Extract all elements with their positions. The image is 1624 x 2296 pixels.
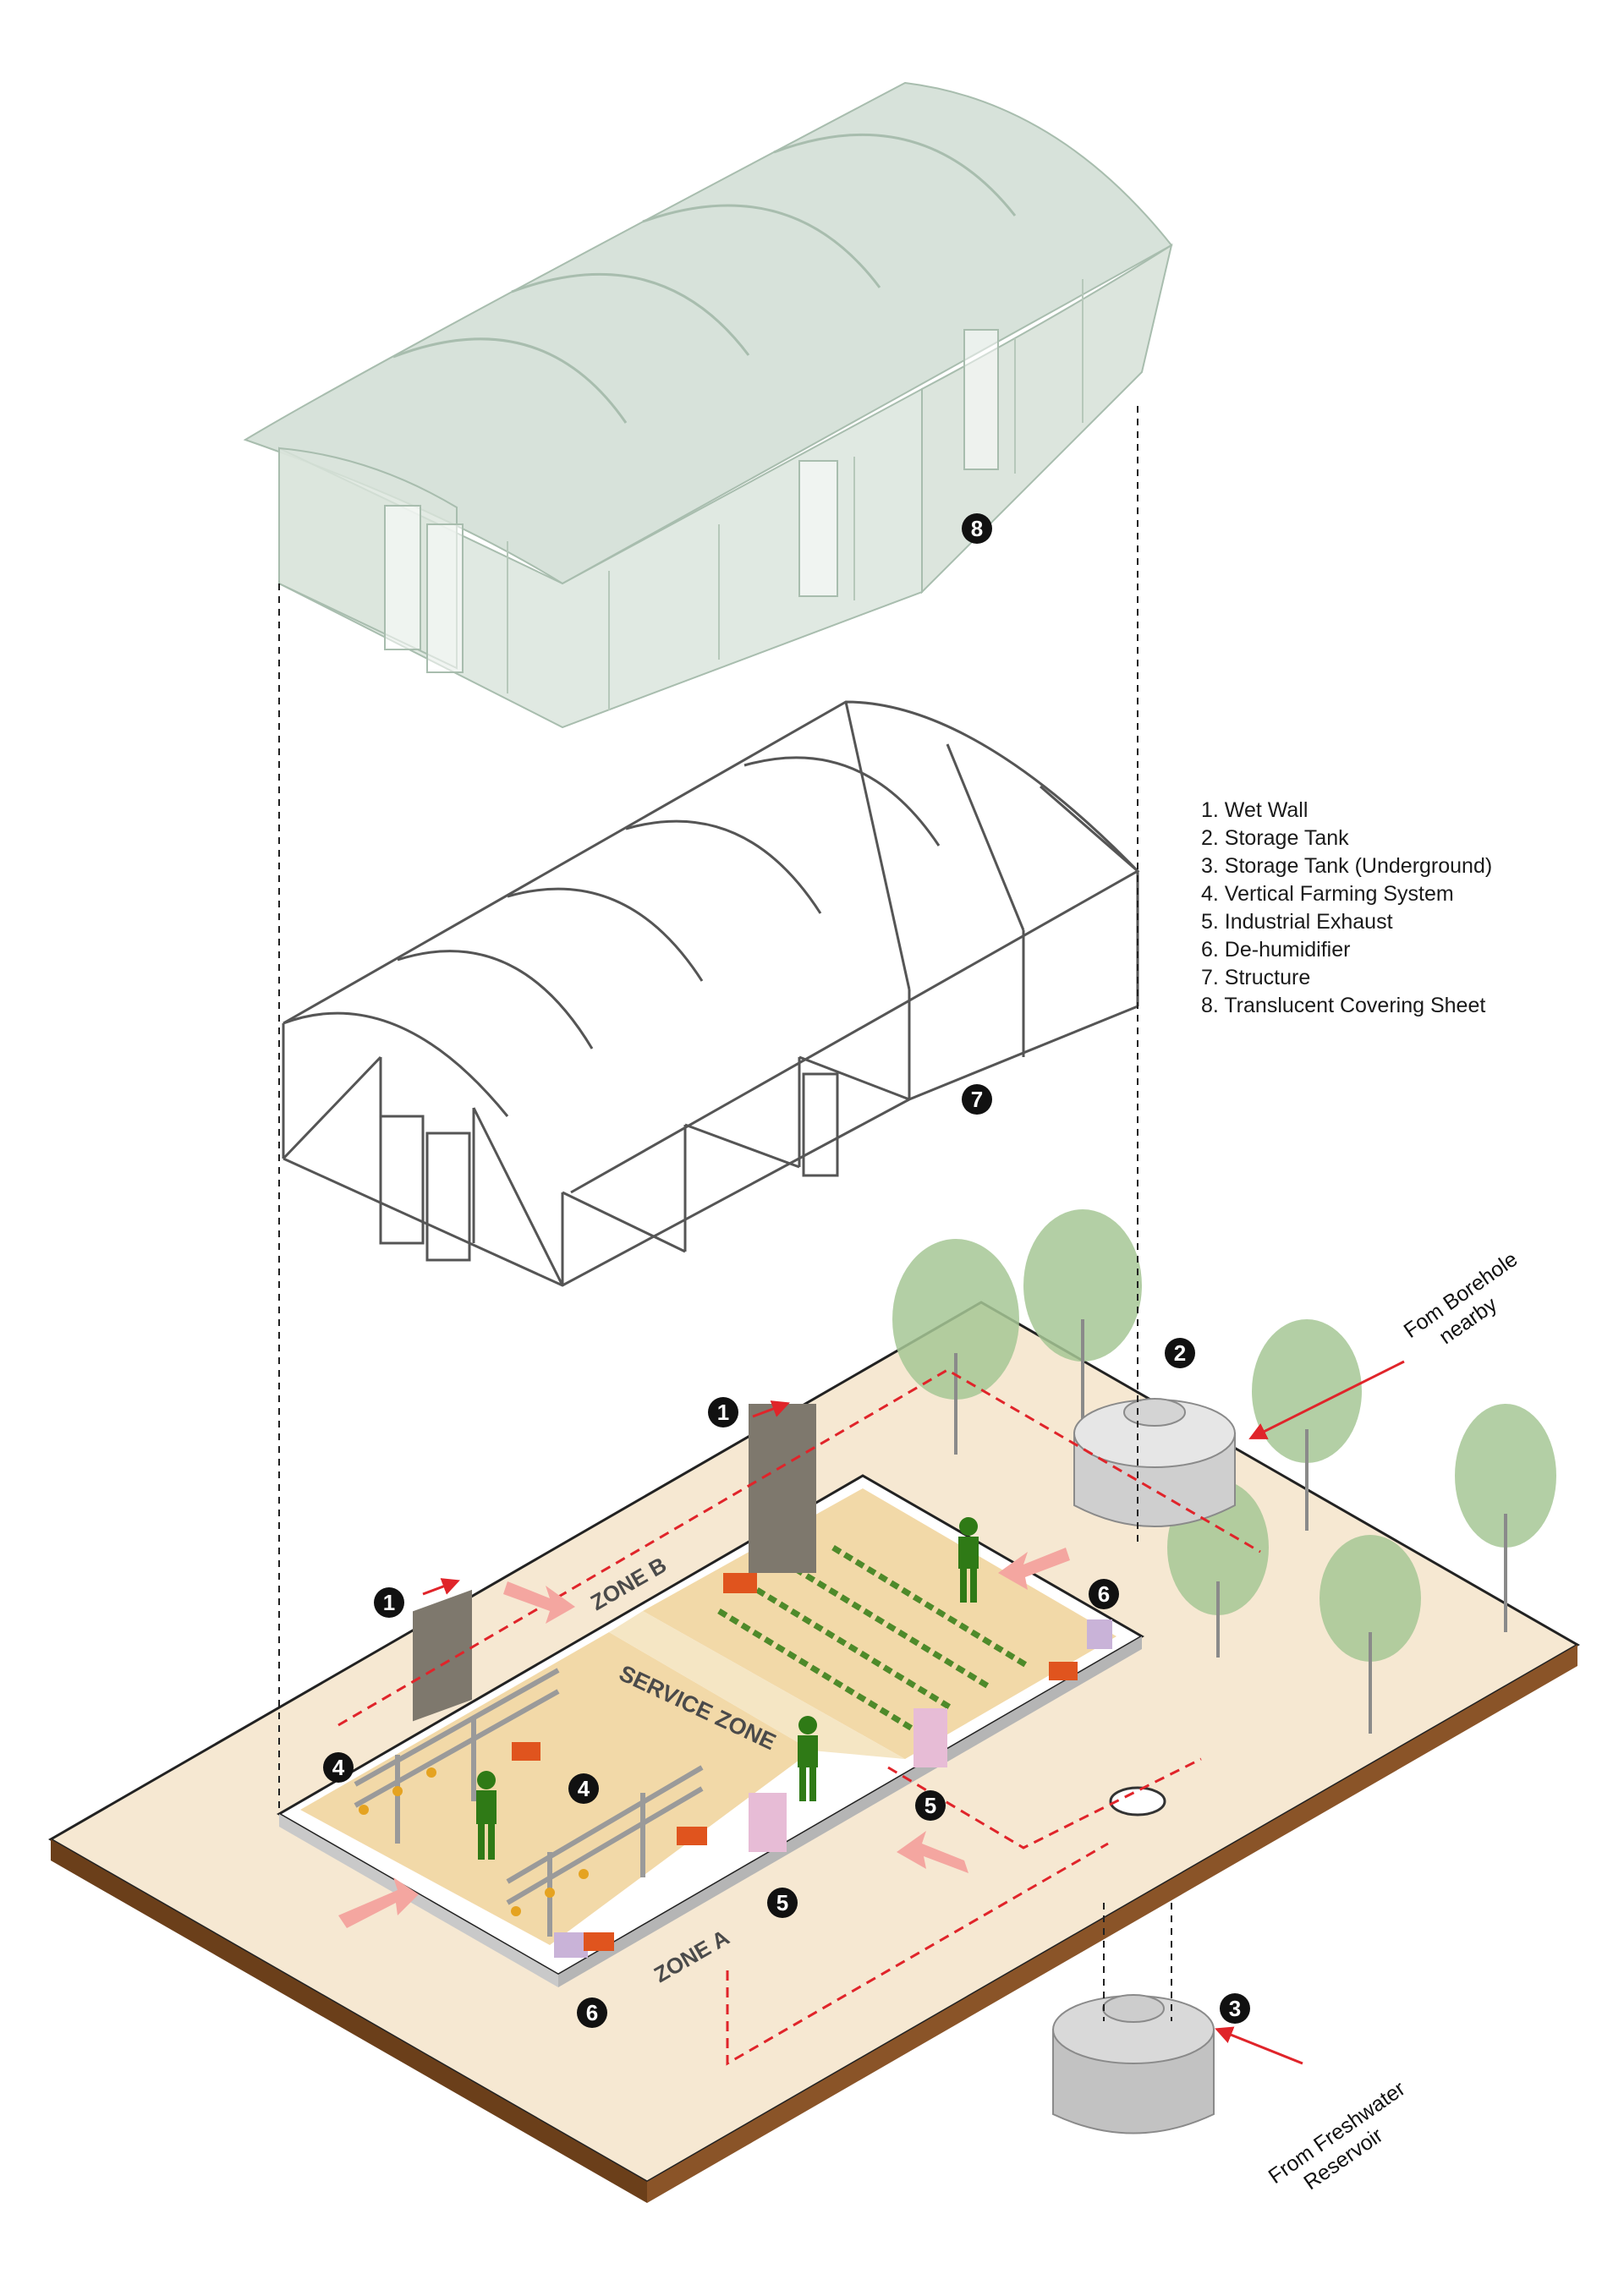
- svg-text:3: 3: [1229, 1996, 1241, 2021]
- legend-item-dehumidifier: 6. De-humidifier: [1201, 938, 1351, 962]
- exhaust-zone-b: [914, 1708, 947, 1767]
- svg-text:5: 5: [776, 1890, 788, 1915]
- badge-7: [962, 1084, 992, 1115]
- reservoir-note: From Freshwater Reservoir: [1265, 2077, 1410, 2195]
- badge-5-service: [915, 1790, 946, 1821]
- badge-4-left: [323, 1752, 354, 1783]
- wet-wall-zone-b: [749, 1404, 816, 1573]
- svg-text:1: 1: [717, 1400, 729, 1425]
- legend-item-covering-sheet: 8. Translucent Covering Sheet: [1201, 994, 1486, 1017]
- flow-arrows: [422, 1360, 1405, 2065]
- rack-plants: [359, 1767, 589, 1916]
- translucent-covering-sheet: [243, 81, 1173, 729]
- borehole-note: Fom Borehole nearby: [1400, 1247, 1522, 1349]
- svg-text:4: 4: [578, 1776, 590, 1801]
- badge-6-zone-a: [577, 1997, 607, 2028]
- svg-text:2: 2: [1174, 1340, 1186, 1366]
- badge-2: [1165, 1338, 1195, 1368]
- airflow-arrows: [338, 1548, 1070, 1928]
- steel-structure: [282, 700, 1140, 1287]
- component-legend: 1. Wet Wall 2. Storage Tank 3. Storage T…: [1201, 797, 1607, 1020]
- svg-text:4: 4: [332, 1755, 345, 1780]
- trees: [892, 1209, 1556, 1734]
- svg-text:6: 6: [586, 2000, 598, 2025]
- exhaust-fans: [512, 1573, 1078, 1951]
- legend-item-industrial-exhaust: 5. Industrial Exhaust: [1201, 910, 1393, 934]
- storage-tank-above-ground: [1073, 1398, 1236, 1527]
- callout-badges: 8 7 2 1 1 6 6 4 4 5 5 3: [323, 513, 1250, 2028]
- dehumidifier-zone-b: [1087, 1619, 1112, 1649]
- svg-text:1: 1: [383, 1590, 395, 1615]
- badge-3: [1220, 1993, 1250, 2024]
- projection-lines: [278, 406, 1172, 2021]
- dehumidifier-zone-a: [554, 1932, 588, 1958]
- exhaust-zone-a: [749, 1793, 787, 1852]
- legend-item-wet-wall: 1. Wet Wall: [1201, 798, 1309, 822]
- legend-item-structure: 7. Structure: [1201, 966, 1311, 989]
- crop-rows-zone-b: [717, 1545, 1029, 1732]
- people: [476, 1517, 979, 1860]
- badge-1-zone-b: [708, 1397, 738, 1427]
- legend-item-vertical-farming: 4. Vertical Farming System: [1201, 882, 1454, 906]
- svg-text:5: 5: [924, 1793, 936, 1818]
- badge-4-center: [568, 1773, 599, 1804]
- svg-text:6: 6: [1098, 1581, 1110, 1607]
- storage-tank-underground: [1052, 1994, 1215, 2134]
- svg-text:8: 8: [971, 516, 983, 541]
- badge-1-zone-a: [374, 1587, 404, 1618]
- vertical-farming-racks: [354, 1668, 704, 1937]
- legend-item-storage-tank: 2. Storage Tank: [1201, 826, 1349, 850]
- tank-access-hole: [1109, 1786, 1166, 1817]
- badge-6-zone-b: [1089, 1579, 1119, 1609]
- svg-text:7: 7: [971, 1087, 983, 1112]
- badge-8: [962, 513, 992, 544]
- wet-wall-zone-a: [413, 1589, 472, 1722]
- badge-5-front: [767, 1888, 798, 1918]
- legend-item-storage-tank-underground: 3. Storage Tank (Underground): [1201, 854, 1493, 878]
